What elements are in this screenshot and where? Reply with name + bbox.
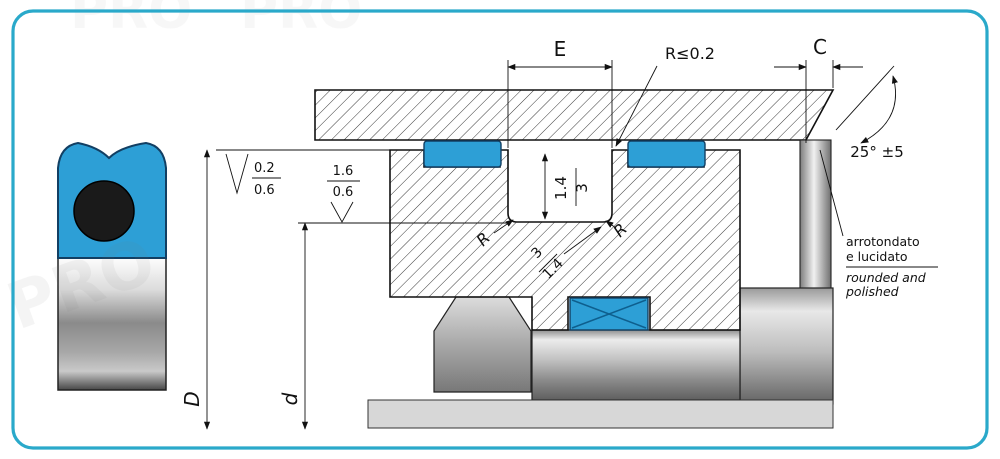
- surface-finish-1: 0.2 0.6: [225, 153, 281, 198]
- edge-note-italian-2: e lucidato: [846, 249, 908, 264]
- watermark: PRO PRO PRO: [0, 0, 362, 345]
- chamfer-extension-line: [835, 65, 895, 131]
- rod-shank: [799, 139, 832, 291]
- dim-outer-diameter: D: [180, 149, 390, 430]
- cylinder-right: [739, 287, 834, 405]
- dim-e-label: E: [554, 37, 567, 61]
- bore-bar-hatched: [314, 89, 835, 141]
- edge-note-italian-1: arrotondato: [846, 234, 920, 249]
- radius-right-leader: [605, 220, 617, 229]
- radius-max-leader: [615, 65, 658, 147]
- housing-block: [389, 140, 741, 331]
- dim-inner-diameter: d: [278, 222, 508, 430]
- roughness-check-icon-2: [330, 201, 354, 223]
- groove-dim-b: 3: [573, 183, 591, 193]
- o-ring: [73, 180, 135, 242]
- groove-dim-a: 1.4: [552, 176, 570, 200]
- dim-c-label: C: [813, 35, 827, 59]
- finish1-upper: 0.2: [254, 161, 275, 176]
- guide-ring-cross-2: [571, 299, 647, 329]
- seal-metal-body: [57, 255, 167, 391]
- edge-note: arrotondato e lucidato rounded and polis…: [819, 149, 938, 299]
- angle-label: 25° ±5: [850, 143, 903, 161]
- backup-ring-left: [423, 140, 502, 168]
- guide-ring-body: [569, 297, 649, 331]
- watermark-text-top-2: PRO: [240, 0, 362, 41]
- base-strip: [367, 399, 834, 429]
- edge-note-english-1: rounded and: [846, 270, 926, 285]
- dim-d-lower-label: d: [278, 392, 302, 405]
- radius-max-label: R≤0.2: [665, 44, 715, 63]
- dim-e: E: [507, 37, 613, 148]
- chamfer-angle: 25° ±5: [835, 65, 904, 161]
- dim-c: C: [774, 35, 863, 143]
- angle-arc: [860, 75, 898, 144]
- surface-finish-2: 1.6 0.6: [327, 164, 360, 223]
- radius-left-leader: [493, 219, 514, 234]
- finish2-upper: 1.6: [333, 164, 354, 179]
- groove-dims: 1.4 3: [541, 153, 591, 220]
- edge-note-leader: [819, 149, 844, 237]
- rod-assembly: [367, 139, 834, 429]
- dim-d-upper-label: D: [180, 391, 204, 406]
- frame-border: [11, 9, 989, 450]
- corner-dim-leader: [563, 226, 602, 255]
- bore-bar: [314, 89, 835, 141]
- seal-cross-section-figure: [57, 141, 167, 391]
- finish2-lower: 0.6: [333, 185, 354, 200]
- roughness-check-icon: [225, 153, 249, 195]
- cylinder-middle: [531, 329, 741, 401]
- edge-note-english-2: polished: [845, 284, 899, 299]
- guide-ring: [569, 297, 649, 331]
- corner-dim-divider: [538, 253, 558, 273]
- finish1-lower: 0.6: [254, 183, 275, 198]
- watermark-text-top: PRO: [70, 0, 192, 41]
- piston-nut: [433, 296, 532, 393]
- callout-radius-max: R≤0.2: [615, 44, 715, 147]
- backup-ring-right: [627, 140, 706, 168]
